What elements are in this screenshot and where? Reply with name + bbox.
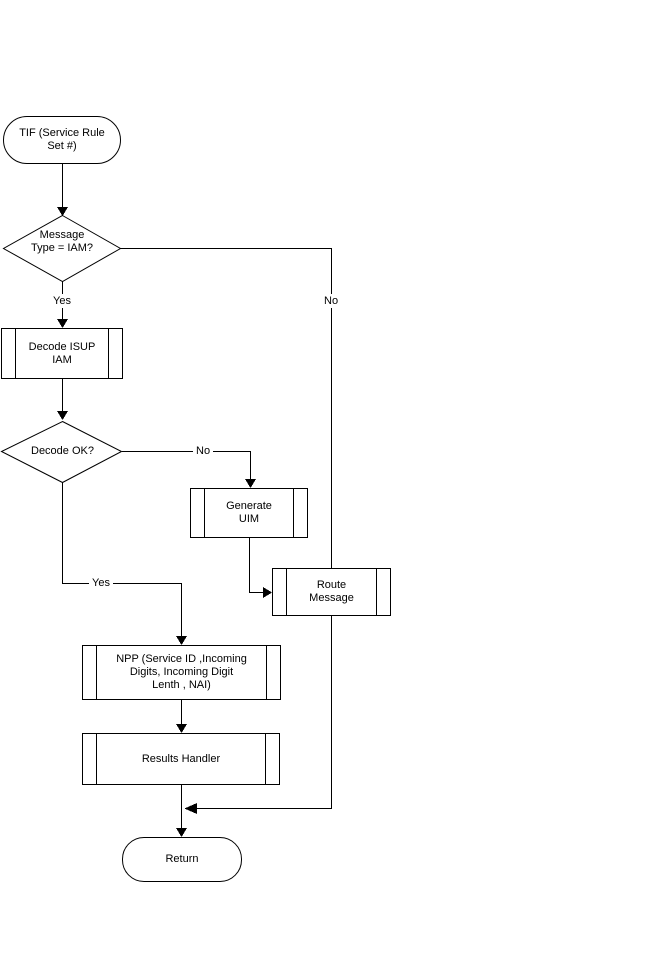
arrowhead-no-branch-junction bbox=[184, 803, 197, 814]
edge-generate-uim-to-route-message bbox=[249, 538, 263, 593]
edge-label-decode-ok-yes: Yes bbox=[89, 576, 113, 590]
generate-uim-label-line1: Generate bbox=[226, 500, 272, 512]
edge-label-message-type-no: No bbox=[321, 294, 342, 308]
predef-bar-icon bbox=[96, 734, 97, 784]
arrowhead-into-decode-isup bbox=[57, 319, 68, 328]
edge-label-decode-ok-no: No bbox=[193, 444, 214, 458]
message-type-label-line2: Type = IAM? bbox=[30, 242, 94, 254]
arrowhead-into-generate-uim bbox=[245, 479, 256, 488]
edge-decode-ok-yes bbox=[62, 482, 182, 636]
arrowhead-into-results bbox=[176, 724, 187, 733]
return-label: Return bbox=[165, 853, 199, 865]
decision-decode-ok: Decode OK? bbox=[2, 445, 123, 458]
predef-bar-icon bbox=[265, 734, 266, 784]
decision-decode-ok-shape bbox=[0, 420, 123, 484]
arrowhead-into-message-type bbox=[57, 207, 68, 216]
decode-ok-label: Decode OK? bbox=[31, 445, 94, 457]
message-type-label-line1: Message bbox=[39, 229, 85, 241]
process-npp: NPP (Service ID ,Incoming Digits, Incomi… bbox=[82, 645, 281, 700]
predef-bar-icon bbox=[108, 329, 109, 378]
arrowhead-into-return bbox=[176, 828, 187, 837]
process-decode-isup: Decode ISUP IAM bbox=[1, 328, 123, 379]
arrowhead-into-route-message bbox=[263, 587, 272, 598]
predef-bar-icon bbox=[15, 329, 16, 378]
edge-label-message-type-yes: Yes bbox=[50, 294, 74, 308]
edge-decode-ok-no bbox=[122, 451, 251, 479]
arrowhead-into-npp bbox=[176, 636, 187, 645]
start-label-line1: TIF (Service Rule bbox=[19, 127, 105, 139]
npp-label-line1: NPP (Service ID ,Incoming bbox=[116, 653, 247, 665]
predef-bar-icon bbox=[286, 569, 287, 615]
predef-bar-icon bbox=[266, 646, 267, 699]
predef-bar-icon bbox=[96, 646, 97, 699]
predef-bar-icon bbox=[376, 569, 377, 615]
process-route-message: Route Message bbox=[272, 568, 391, 616]
predef-bar-icon bbox=[204, 489, 205, 537]
decision-message-type-shape bbox=[2, 214, 122, 283]
results-handler-label: Results Handler bbox=[141, 752, 221, 765]
npp-label-line2: Digits, Incoming Digit bbox=[129, 666, 234, 678]
process-results-handler: Results Handler bbox=[82, 733, 280, 785]
npp-label-line3: Lenth , NAI) bbox=[152, 679, 211, 691]
arrowhead-into-decode-ok bbox=[57, 411, 68, 420]
predef-bar-icon bbox=[293, 489, 294, 537]
generate-uim-label-line2: UIM bbox=[238, 513, 260, 525]
decode-isup-label-line2: IAM bbox=[52, 353, 72, 366]
decode-isup-label-line1: Decode ISUP bbox=[28, 340, 96, 353]
decision-message-type: Message Type = IAM? bbox=[2, 229, 122, 255]
start-terminator: TIF (Service Rule Set #) bbox=[3, 116, 121, 164]
process-generate-uim: Generate UIM bbox=[190, 488, 308, 538]
edge-message-type-no bbox=[120, 248, 332, 809]
route-message-label-line2: Message bbox=[309, 592, 354, 604]
start-label-line2: Set #) bbox=[47, 140, 77, 152]
route-message-label-line1: Route bbox=[316, 579, 347, 591]
return-terminator: Return bbox=[122, 837, 242, 882]
